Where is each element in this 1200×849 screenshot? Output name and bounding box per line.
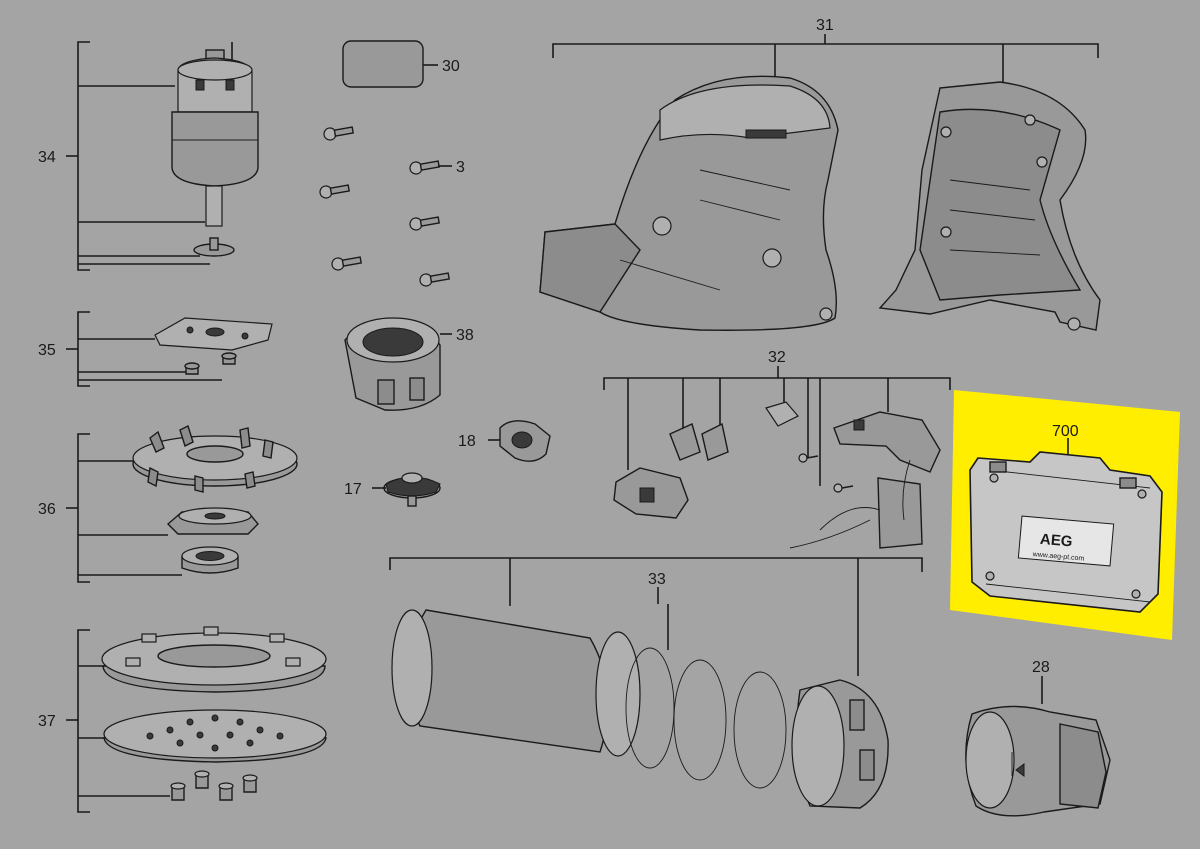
- bracket-31: [552, 34, 1099, 90]
- callout-18: 18: [458, 433, 476, 450]
- plate-part: [154, 317, 273, 375]
- bracket-32: [603, 366, 951, 486]
- callout-37: 37: [38, 713, 56, 730]
- carry-case-part: AEG www.aeg-pt.com: [969, 451, 1163, 613]
- nozzle-28-part: [965, 676, 1111, 817]
- screws-part: [319, 126, 452, 287]
- callout-35: 35: [38, 342, 56, 359]
- backing-pad-part: [101, 626, 327, 693]
- callout-33: 33: [648, 571, 666, 588]
- motor-part: [171, 42, 259, 257]
- dust-adapter-part: [344, 317, 452, 411]
- callout-38: 38: [456, 327, 474, 344]
- callout-28: 28: [1032, 659, 1050, 676]
- gear-part: [372, 472, 441, 507]
- callout-17: 17: [344, 481, 362, 498]
- callout-3: 3: [456, 159, 465, 176]
- dust-canister-part: [391, 609, 889, 809]
- label-plate-part: [342, 40, 438, 88]
- hub-part: [166, 507, 259, 535]
- bracket-34: [66, 41, 210, 271]
- bracket-33: [389, 557, 923, 676]
- callout-700: 700: [1052, 423, 1079, 440]
- housing-half-left-part: [539, 75, 839, 331]
- callout-30: 30: [442, 58, 460, 75]
- callout-34: 34: [38, 149, 56, 166]
- bracket-35: [66, 311, 222, 387]
- bearing-part: [181, 546, 239, 574]
- pad-screws-part: [170, 770, 258, 801]
- sanding-pad-part: [103, 709, 327, 763]
- clip-part: [488, 420, 551, 462]
- callout-32: 32: [768, 349, 786, 366]
- fan-part: [132, 425, 298, 493]
- bracket-37: [66, 629, 170, 813]
- bracket-36: [66, 433, 182, 583]
- case-url-text: www.aeg-pt.com: [1031, 551, 1084, 563]
- callout-31: 31: [816, 17, 834, 34]
- callout-36: 36: [38, 501, 56, 518]
- electrical-parts: [613, 401, 941, 549]
- housing-half-right-part: [878, 81, 1101, 331]
- case-brand-text: AEG: [1039, 531, 1073, 551]
